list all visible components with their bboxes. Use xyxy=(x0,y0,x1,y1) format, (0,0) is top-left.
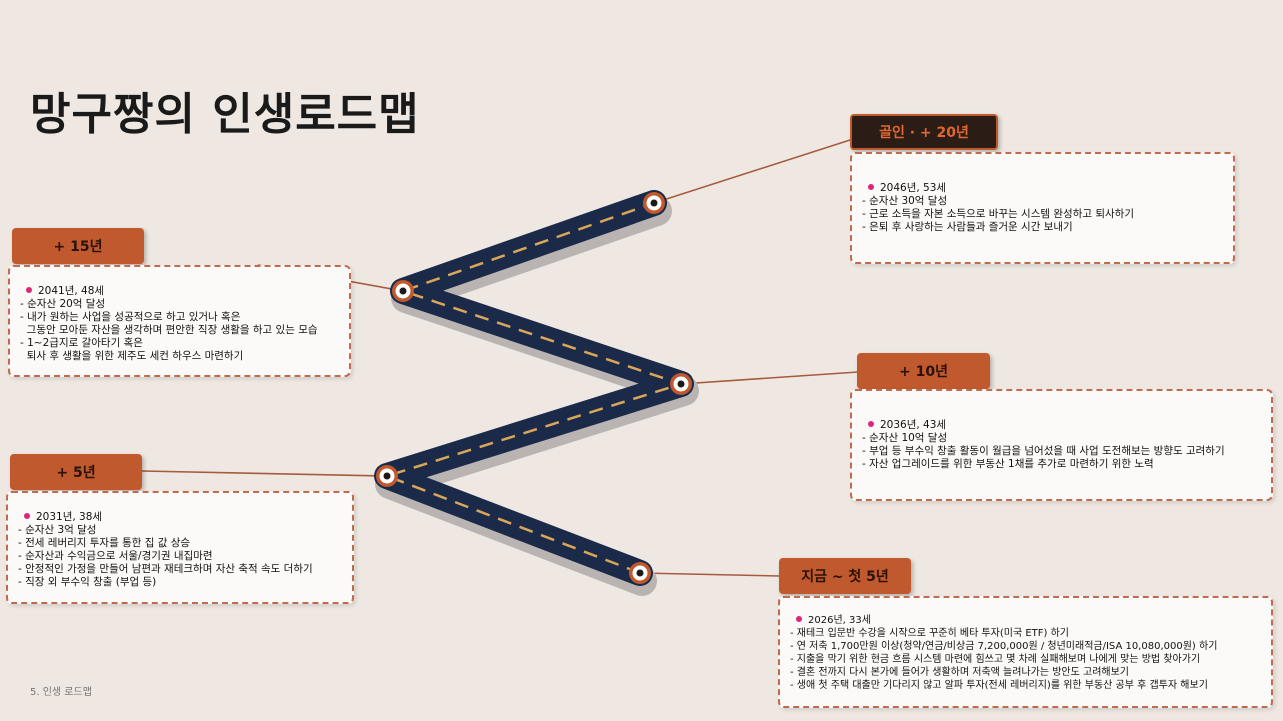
pin-icon xyxy=(868,183,874,190)
milestone-box-10y: 2036년, 43세 - 순자산 10억 달성 - 부업 등 부수익 창출 활동… xyxy=(850,389,1273,501)
milestone-line: - 연 저축 1,700만원 이상(청약/연금/비상금 7,200,000원 /… xyxy=(790,641,1218,652)
milestone-tag-5y: + 5년 xyxy=(10,454,142,490)
milestone-line: - 은퇴 후 사랑하는 사람들과 즐거운 시간 보내기 xyxy=(862,221,1073,233)
milestone-line: - 안정적인 가정을 만들어 남편과 재테크하며 자산 축적 속도 더하기 xyxy=(18,563,313,575)
milestone-date: 2031년, 38세 xyxy=(36,511,103,523)
pin-icon xyxy=(868,420,874,427)
milestone-line: 퇴사 후 생활을 위한 제주도 세컨 하우스 마련하기 xyxy=(20,350,244,362)
pin-icon xyxy=(796,615,802,622)
milestone-node xyxy=(376,465,398,487)
page-title: 망구짱의 인생로드맵 xyxy=(30,89,420,140)
milestone-line: - 순자산 10억 달성 xyxy=(862,432,948,444)
milestone-node xyxy=(643,192,665,214)
milestone-tag-15y: + 15년 xyxy=(12,228,144,264)
milestone-line: - 순자산 30억 달성 xyxy=(862,195,948,207)
milestone-box-15y: 2041년, 48세 - 순자산 20억 달성 - 내가 원하는 사업을 성공적… xyxy=(8,265,351,377)
milestone-tag-goal: 골인 · + 20년 xyxy=(850,114,998,150)
milestone-node xyxy=(670,373,692,395)
connector-line xyxy=(141,470,388,477)
milestone-line: - 부업 등 부수익 창출 활동이 월급을 넘어섰을 때 사업 도전해보는 방향… xyxy=(862,445,1225,457)
milestone-box-now: 2026년, 33세 - 재테크 입문반 수강을 시작으로 꾸준히 베타 투자(… xyxy=(778,596,1273,708)
milestone-date: 2026년, 33세 xyxy=(808,615,871,626)
milestone-box-goal: 2046년, 53세 - 순자산 30억 달성 - 근로 소득을 자본 소득으로… xyxy=(850,152,1235,264)
milestone-line: - 순자산 3억 달성 xyxy=(18,524,97,536)
milestone-tag-now: 지금 ~ 첫 5년 xyxy=(779,558,911,594)
milestone-tag-10y: + 10년 xyxy=(857,353,990,389)
milestone-line: 그동안 모아둔 자산을 생각하며 편안한 직장 생활을 하고 있는 모습 xyxy=(20,324,318,336)
milestone-line: - 재테크 입문반 수강을 시작으로 꾸준히 베타 투자(미국 ETF) 하기 xyxy=(790,628,1069,639)
milestone-node xyxy=(392,280,414,302)
connector-line xyxy=(680,371,859,385)
slide-footer: 5. 인생 로드맵 xyxy=(30,687,92,698)
milestone-line: - 전세 레버리지 투자를 통한 집 값 상승 xyxy=(18,537,191,549)
milestone-line: - 순자산과 수익금으로 서울/경기권 내집마련 xyxy=(18,550,213,562)
milestone-line: - 결혼 전까지 다시 본가에 들어가 생활하며 저축액 늘려나가는 방안도 고… xyxy=(790,667,1129,678)
milestone-line: - 근로 소득을 자본 소득으로 바꾸는 시스템 완성하고 퇴사하기 xyxy=(862,208,1134,220)
milestone-date: 2046년, 53세 xyxy=(880,182,947,194)
connector-line xyxy=(639,572,781,577)
milestone-date: 2041년, 48세 xyxy=(38,285,105,297)
milestone-line: - 1~2급지로 갈아타기 혹은 xyxy=(20,337,143,349)
milestone-node xyxy=(629,562,651,584)
milestone-box-5y: 2031년, 38세 - 순자산 3억 달성 - 전세 레버리지 투자를 통한 … xyxy=(6,491,354,604)
milestone-line: - 직장 외 부수익 창출 (부업 등) xyxy=(18,576,157,588)
connector-line xyxy=(653,139,851,204)
milestone-line: - 생애 첫 주택 대출만 기다리지 않고 알파 투자(전세 레버리지)를 위한… xyxy=(790,680,1208,691)
milestone-line: - 내가 원하는 사업을 성공적으로 하고 있거나 혹은 xyxy=(20,311,241,323)
milestone-date: 2036년, 43세 xyxy=(880,419,947,431)
milestone-line: - 지출을 막기 위한 현금 흐름 시스템 마련에 힘쓰고 몇 차례 실패해보며… xyxy=(790,654,1201,665)
milestone-line: - 자산 업그레이드를 위한 부동산 1채를 추가로 마련하기 위한 노력 xyxy=(862,458,1154,470)
pin-icon xyxy=(24,512,30,519)
milestone-line: - 순자산 20억 달성 xyxy=(20,298,106,310)
pin-icon xyxy=(26,286,32,293)
